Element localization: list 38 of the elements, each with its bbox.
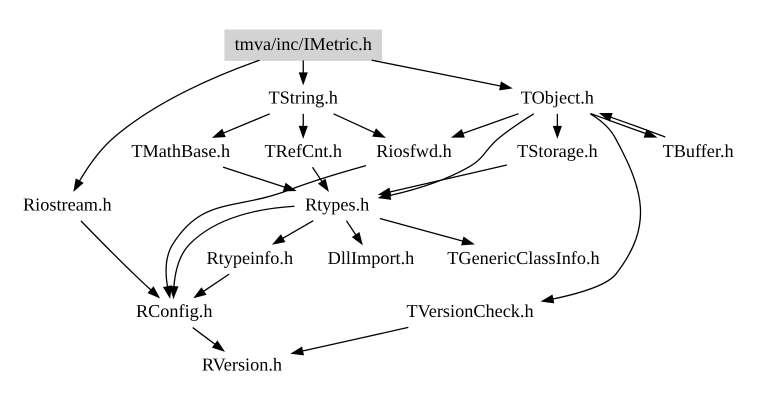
arrow xyxy=(80,220,160,298)
node-text: TBuffer.h xyxy=(662,140,734,161)
node-text: TGenericClassInfo.h xyxy=(447,248,600,268)
arrow xyxy=(290,326,408,356)
node-text: TRefCnt.h xyxy=(264,140,342,161)
arrow xyxy=(598,113,666,138)
arrow xyxy=(312,166,329,192)
node-text: Riosfwd.h xyxy=(376,140,452,161)
arrow xyxy=(169,206,295,300)
arrow xyxy=(73,60,260,192)
arrow xyxy=(298,60,308,86)
node-text: DllImport.h xyxy=(328,248,414,268)
arrow xyxy=(192,327,226,352)
node-text: RVersion.h xyxy=(202,354,282,375)
arrow xyxy=(378,164,507,196)
node-box: tmva/inc/IMetric.h xyxy=(224,30,382,61)
arrow xyxy=(333,113,386,138)
arrow xyxy=(372,60,513,90)
node-text: Rtypeinfo.h xyxy=(206,248,294,268)
arrow xyxy=(380,218,475,246)
node-text: TObject.h xyxy=(520,87,594,108)
node-text: TStorage.h xyxy=(517,140,598,161)
node-text: TVersionCheck.h xyxy=(406,301,534,322)
arrow xyxy=(162,165,366,299)
arrow xyxy=(346,220,363,246)
arrow xyxy=(590,113,658,138)
arrow xyxy=(212,113,270,138)
arrow xyxy=(272,220,314,245)
node-text: Riostream.h xyxy=(23,194,112,214)
node-text: RConfig.h xyxy=(136,301,212,322)
arrow xyxy=(298,114,308,139)
node-text: TMathBase.h xyxy=(131,140,230,161)
arrow xyxy=(193,274,230,298)
arrow xyxy=(540,113,642,304)
arrow xyxy=(552,114,562,139)
arrow xyxy=(450,113,519,138)
node-text: TString.h xyxy=(268,87,338,108)
node-text: Rtypes.h xyxy=(304,194,370,214)
